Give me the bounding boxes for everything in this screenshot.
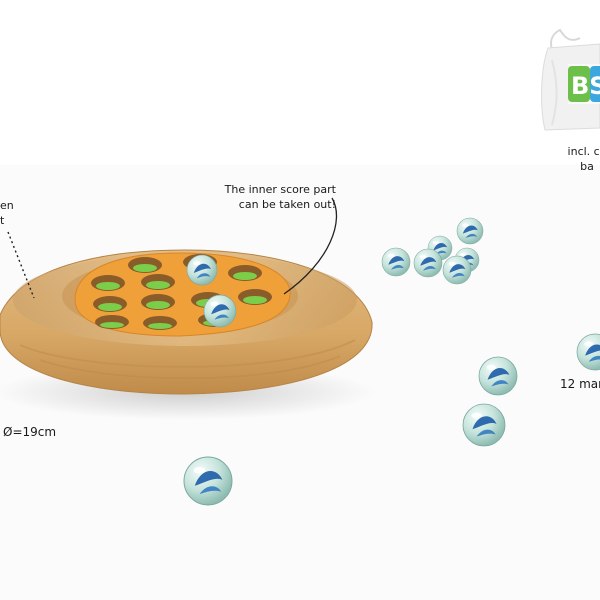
bag-label: incl. co ba: [552, 144, 600, 174]
score-hole: [228, 265, 262, 281]
marble: [187, 255, 217, 285]
wooden-part-label-line2: t: [0, 214, 5, 227]
marble: [204, 295, 236, 327]
marble: [457, 218, 483, 244]
score-hole: [141, 294, 175, 310]
marble: [463, 404, 505, 446]
bag-label-line1: incl. co: [567, 145, 600, 158]
score-hole: [143, 316, 177, 330]
marble: [382, 248, 410, 276]
marble: [414, 249, 442, 277]
inner-score-label-line1: The inner score part: [224, 183, 336, 196]
bag-logo-text: BS: [571, 72, 600, 100]
score-hole: [141, 274, 175, 290]
score-hole: [91, 275, 125, 291]
wooden-part-label: en t: [0, 198, 14, 228]
inner-score-label-line2: can be taken out!: [238, 198, 336, 211]
score-hole: [238, 289, 272, 305]
bag-logo: BS: [568, 66, 600, 102]
marble: [479, 357, 517, 395]
marble: [184, 457, 232, 505]
bag-label-line2: ba: [580, 160, 594, 173]
inner-score-callout-line: [283, 197, 338, 295]
marbles-count-label: 12 mar: [560, 377, 600, 391]
inner-score-label: The inner score part can be taken out!: [206, 182, 336, 212]
wooden-part-callout-line: [7, 231, 35, 299]
score-hole: [93, 296, 127, 312]
marble: [443, 256, 471, 284]
score-hole: [95, 315, 129, 329]
bag-logo-blue-tile: [590, 66, 600, 102]
score-hole: [128, 257, 162, 273]
diameter-label: Ø=19cm: [3, 425, 57, 439]
bag-logo-green-tile: [568, 66, 590, 102]
wooden-part-label-line1: en: [0, 199, 14, 212]
